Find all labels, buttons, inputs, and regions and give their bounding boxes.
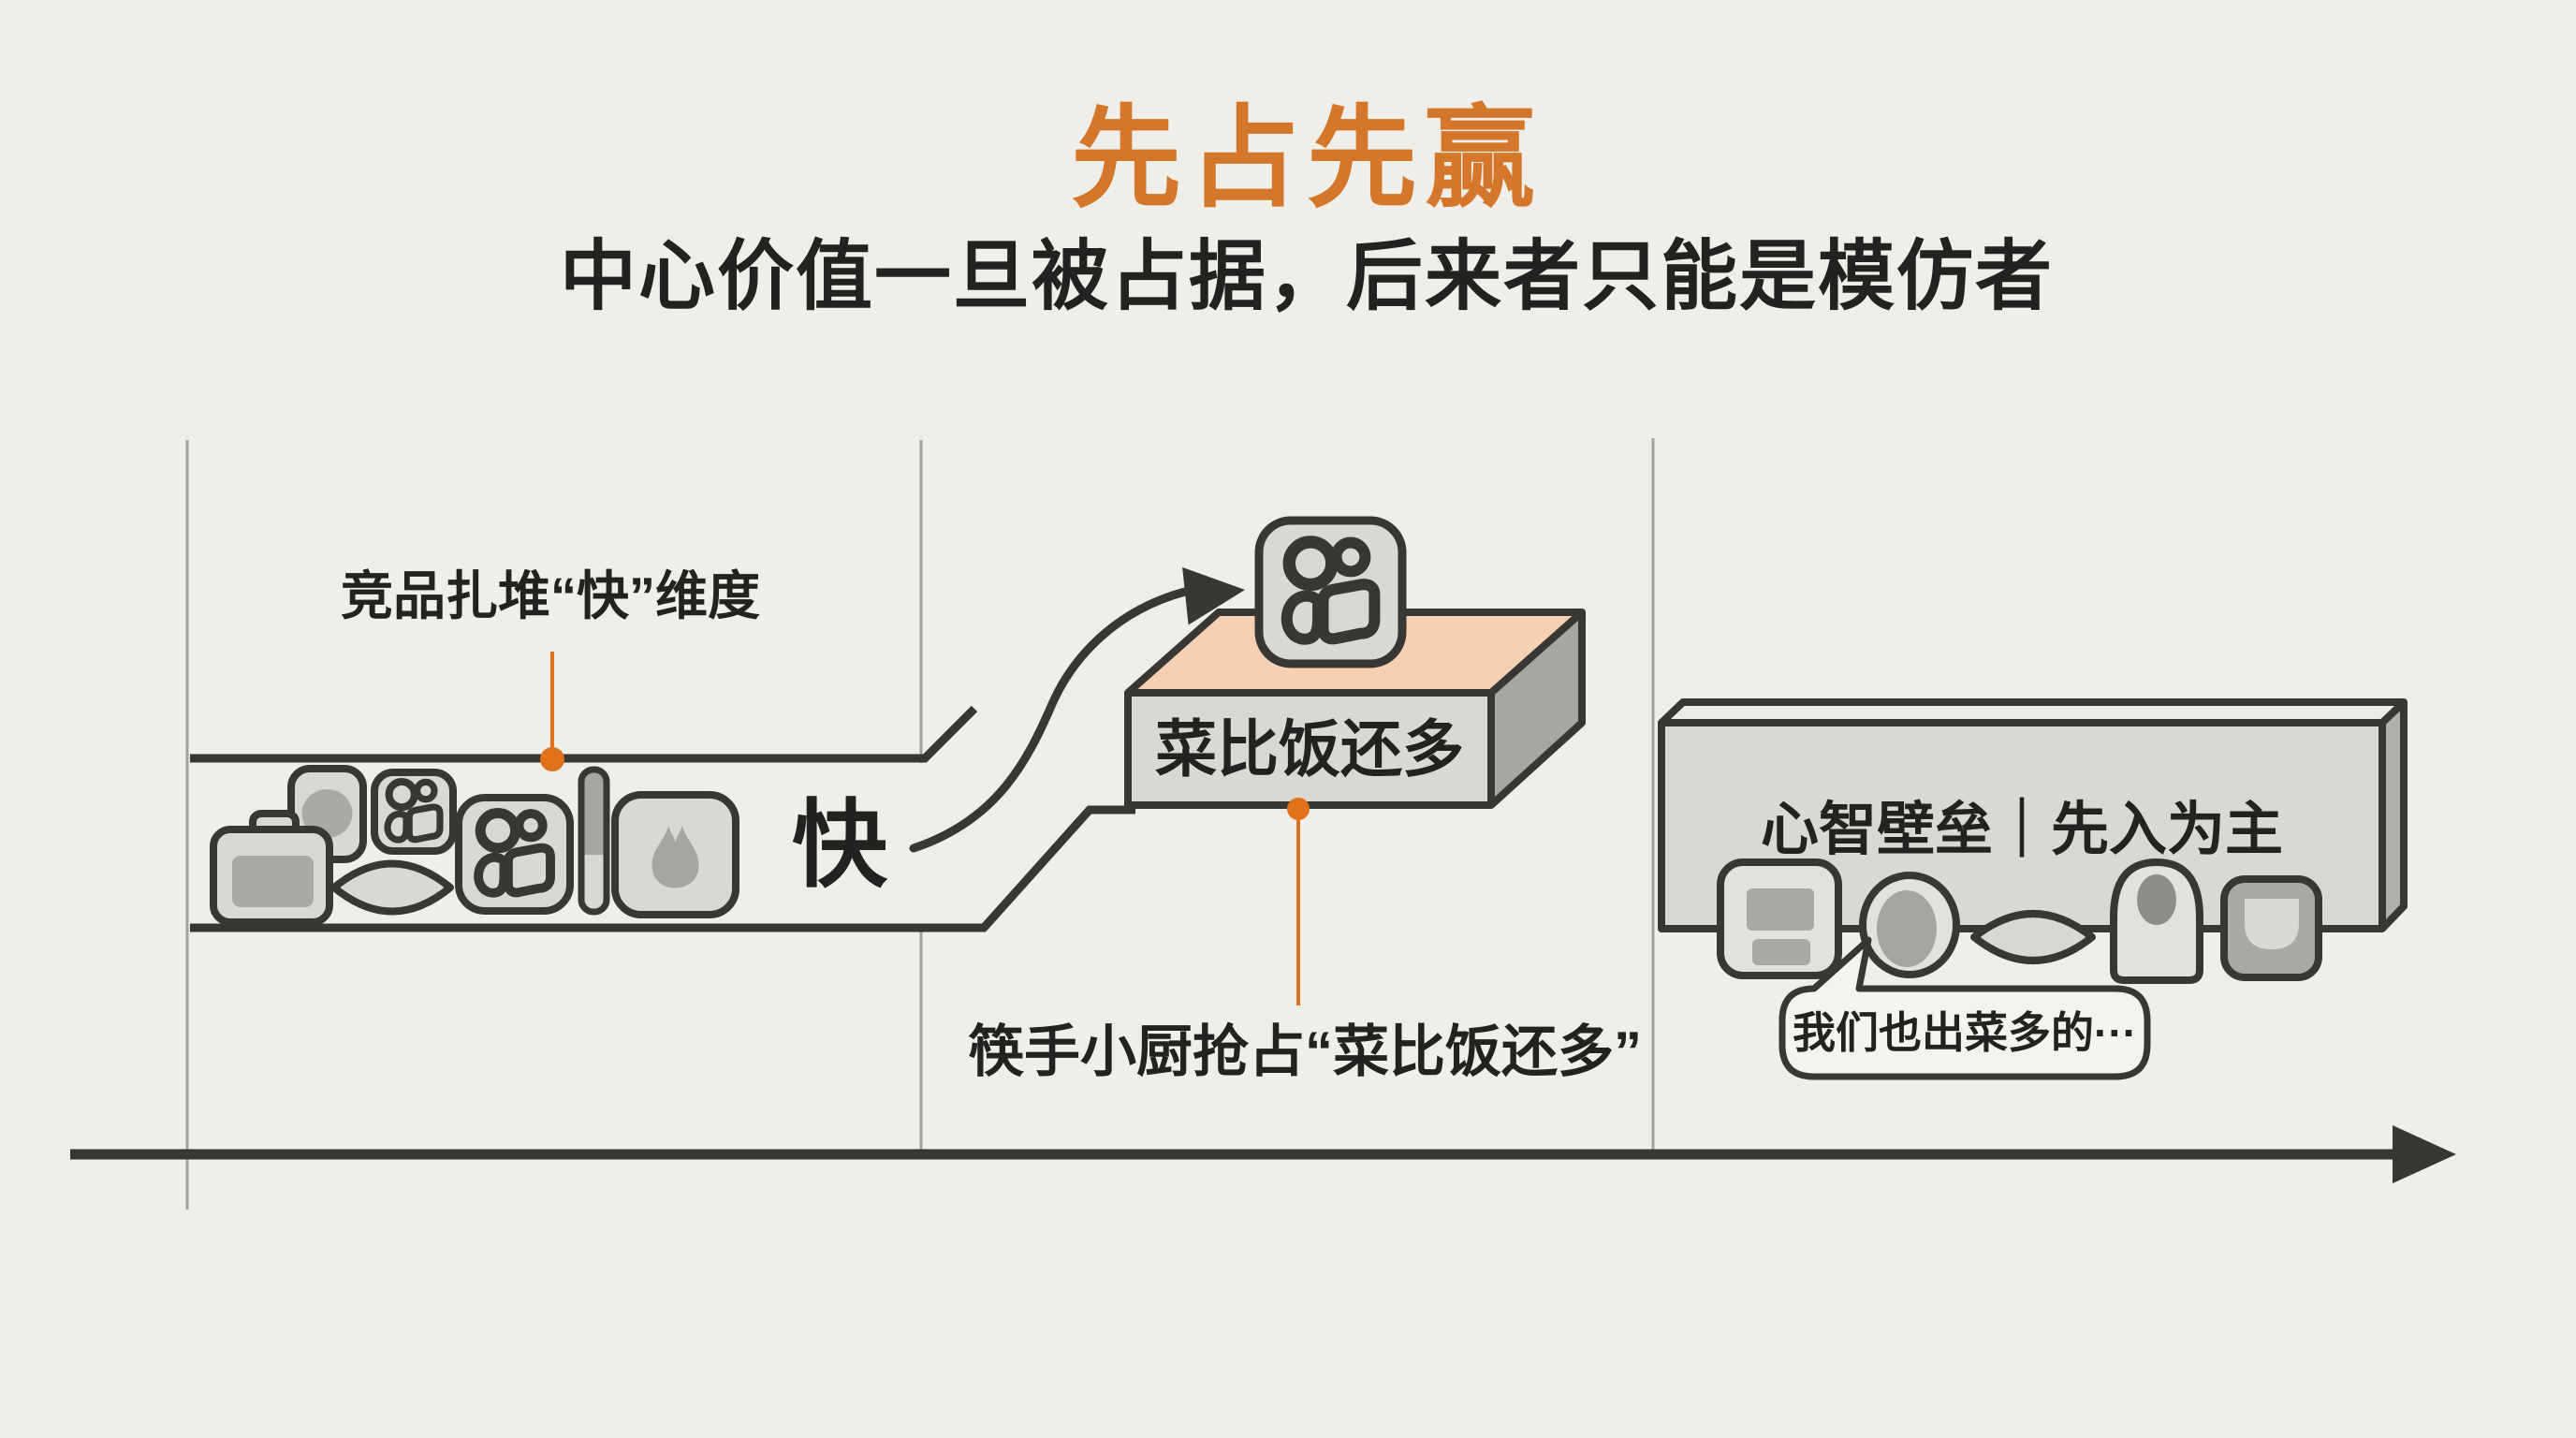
value-box-label: 菜比饭还多: [1155, 714, 1464, 784]
speech-bubble-text: 我们也出菜多的···: [1793, 1008, 2137, 1057]
fast-keyword: 快: [792, 792, 887, 899]
lens-app-icon: [330, 859, 454, 916]
follower-icon-row: [1717, 858, 2322, 984]
mind-barrier-label: 心智壁垒｜先入为主: [1760, 798, 2283, 862]
page-subtitle: 中心价值一旦被占据，后来者只能是模仿者: [559, 234, 2054, 319]
callout-connectors: [540, 652, 1310, 1005]
competitors-label: 竞品扎堆“快”维度: [341, 566, 760, 625]
marker-dot: [540, 747, 564, 771]
axis-arrowhead-icon: [2393, 1125, 2456, 1183]
occupy-label: 筷手小厨抢占“菜比饭还多”: [968, 1020, 1642, 1083]
fast-lane-channel: [190, 705, 1135, 932]
camera-bag-icon: [210, 810, 333, 926]
competitor-icon-cluster: [210, 765, 739, 926]
timeline-axis: [70, 1125, 2456, 1183]
speech-bubble: [1778, 936, 2151, 1080]
kuaishou-app-icon-on-box: [1254, 516, 1407, 668]
flame-app-icon: [611, 791, 739, 918]
breakout-arrow: [909, 566, 1245, 853]
kuaishou-app-icon-large: [455, 794, 574, 915]
lens-app-icon: [1970, 910, 2096, 964]
page-title: 先占先赢: [1070, 97, 1543, 221]
divider-bar-icon: [578, 766, 610, 916]
marker-dot: [1287, 798, 1310, 820]
value-box-3d: [1124, 609, 1586, 809]
oval-app-icon: [1859, 872, 1960, 978]
cup-app-icon: [2220, 875, 2322, 981]
arrowhead-icon: [1182, 566, 1245, 625]
avatar-app-icon: [2110, 858, 2203, 984]
list-app-icon: [1717, 858, 1842, 979]
kuaishou-app-icon-small: [371, 769, 457, 855]
